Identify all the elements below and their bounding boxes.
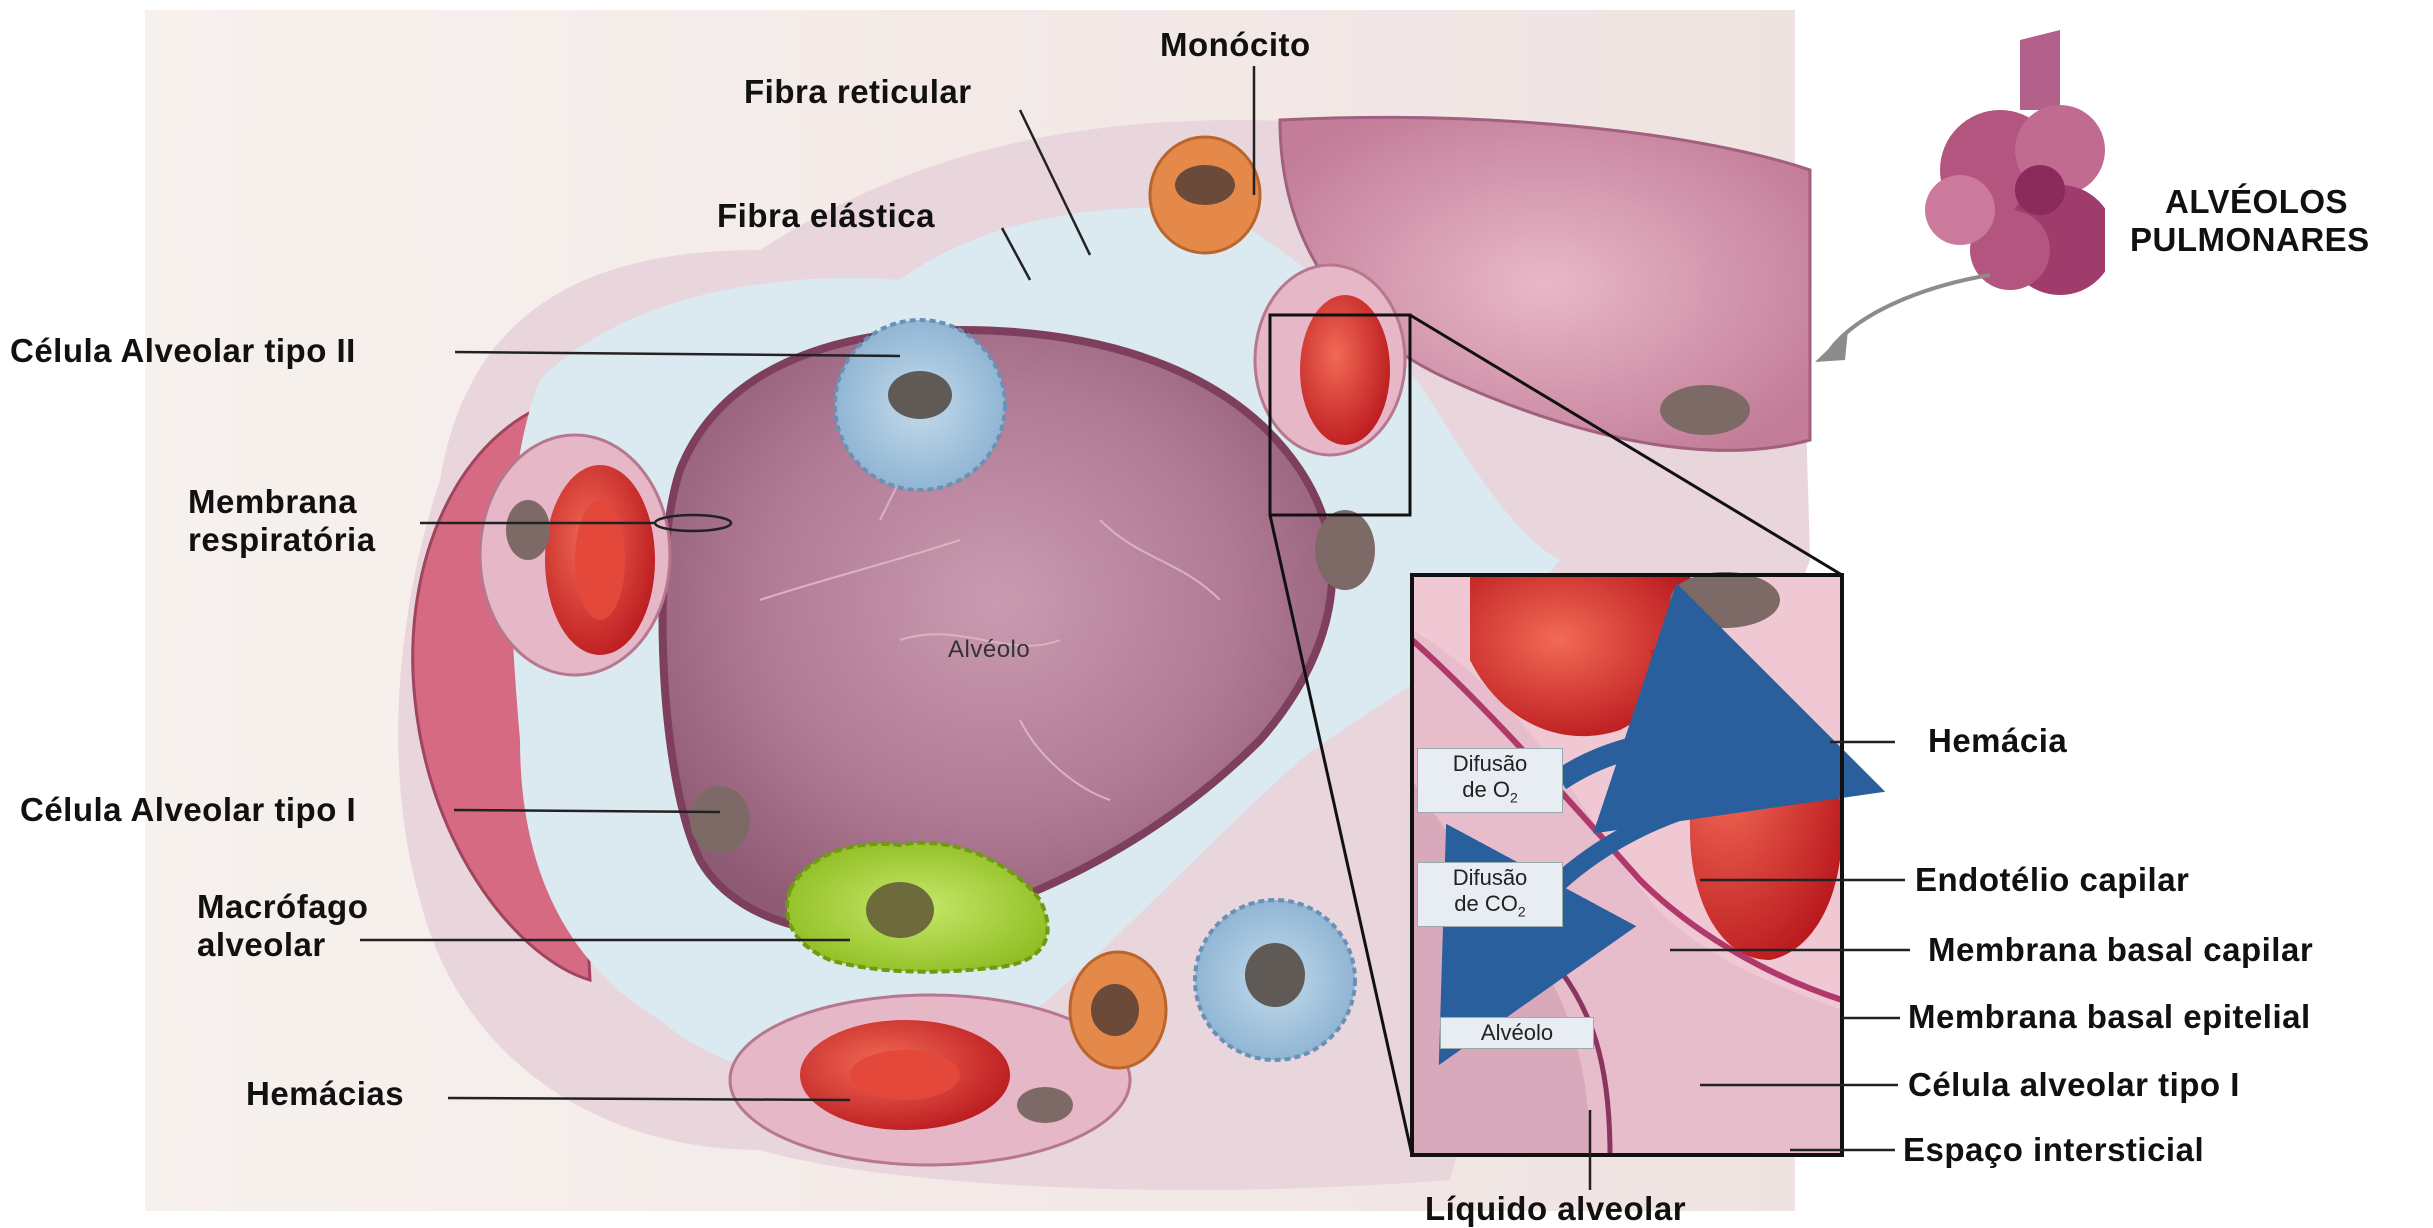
label-mb-capilar: Membrana basal capilar (1928, 931, 2313, 969)
pointer-arrow-head (1815, 330, 1848, 362)
label-membrana-resp-2: respiratória (188, 521, 376, 559)
label-liquido: Líquido alveolar (1425, 1190, 1686, 1228)
left-red-cell-dimple (575, 500, 625, 620)
label-alveolo-main: Alvéolo (948, 631, 1030, 669)
label-alveolos-2: PULMONARES (2130, 221, 2370, 259)
label-endotelio: Endotélio capilar (1915, 861, 2189, 899)
monocyte-nucleus (1175, 165, 1235, 205)
label-macrofago-2: alveolar (197, 926, 326, 964)
pointer-arrow (1830, 275, 1990, 350)
label-hemacia: Hemácia (1928, 722, 2067, 760)
bottom-nucleus (1017, 1087, 1073, 1123)
monocyte-nucleus-2 (1091, 984, 1139, 1036)
bottom-red-cell-dimple (850, 1050, 960, 1100)
type2-nucleus-2 (1245, 943, 1305, 1007)
label-fibra-reticular: Fibra reticular (744, 73, 972, 111)
label-espaco: Espaço intersticial (1903, 1131, 2204, 1169)
label-hemacias: Hemácias (246, 1075, 404, 1113)
type2-nucleus (888, 371, 952, 419)
box-alveolo-inset: Alvéolo (1440, 1017, 1594, 1049)
label-celula-tipo-i: Célula Alveolar tipo I (20, 791, 356, 829)
inset-nucleus (1670, 572, 1780, 628)
top-red-cell (1300, 295, 1390, 445)
label-membrana-resp-1: Membrana (188, 483, 357, 521)
label-celula-tipo-ii: Célula Alveolar tipo II (10, 332, 356, 370)
label-macrofago-1: Macrófago (197, 888, 368, 926)
label-celula-tipo-i-inset: Célula alveolar tipo I (1908, 1066, 2240, 1104)
right-nucleus (1315, 510, 1375, 590)
left-nucleus (506, 500, 550, 560)
type1-nucleus (690, 786, 750, 854)
far-right-nucleus (1660, 385, 1750, 435)
label-fibra-elastica: Fibra elástica (717, 197, 935, 235)
macrophage-nucleus (866, 882, 934, 938)
label-alveolos-1: ALVÉOLOS (2165, 183, 2348, 221)
box-difusao-o2: Difusão de O2 (1417, 748, 1563, 813)
label-monocito: Monócito (1160, 26, 1311, 64)
box-difusao-co2: Difusão de CO2 (1417, 862, 1563, 927)
label-mb-epitelial: Membrana basal epitelial (1908, 998, 2311, 1036)
